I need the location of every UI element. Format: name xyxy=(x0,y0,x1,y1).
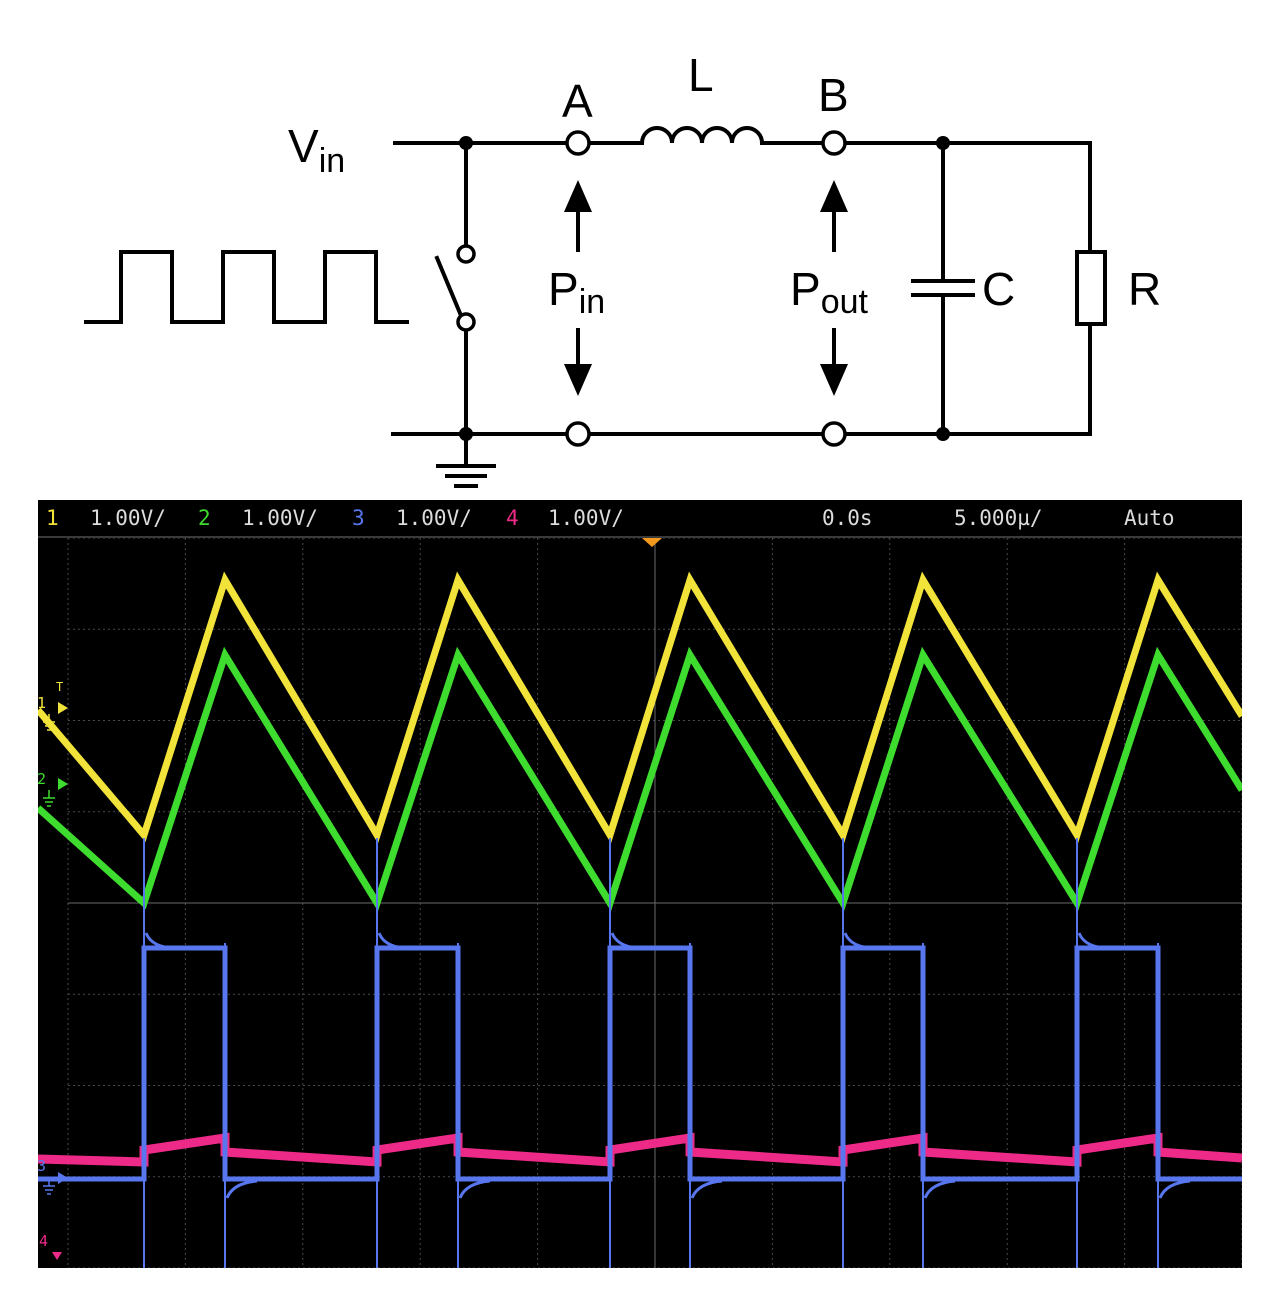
capacitor-label: C xyxy=(982,263,1015,315)
delay-readout: 0.0s xyxy=(822,506,873,530)
ch4-trace xyxy=(38,1132,1242,1167)
terminal-b-bottom xyxy=(821,421,847,447)
inductor-coil xyxy=(639,126,765,146)
resistor-body xyxy=(1075,250,1107,326)
switch-contact-top xyxy=(456,244,476,264)
ch3-marker-label: 3 xyxy=(38,1157,46,1175)
ch2-arrow-icon xyxy=(58,778,68,790)
square-wave-symbol xyxy=(84,250,409,324)
node-a-label: A xyxy=(562,75,593,127)
pout-label: Pout xyxy=(790,263,869,321)
oscilloscope-display: 1 1.00V/ 2 1.00V/ 3 1.00V/ 4 1.00V/ 0.0s… xyxy=(38,500,1242,1268)
ch1-inductor-current-trace xyxy=(38,571,1242,844)
ch2-ground-icon xyxy=(43,790,55,807)
ch4-scale: 1.00V/ xyxy=(548,506,624,530)
ch3-overshoot xyxy=(843,932,876,950)
junction-dot xyxy=(459,136,473,150)
ch1-scale: 1.00V/ xyxy=(90,506,166,530)
scope-waveforms xyxy=(38,571,1242,1268)
terminal-a-top xyxy=(565,130,591,156)
switch-contact-bottom xyxy=(456,312,476,332)
ch3-scale: 1.00V/ xyxy=(396,506,472,530)
ch3-undershoot xyxy=(1158,1179,1191,1199)
ch3-undershoot xyxy=(458,1179,491,1199)
ch3-undershoot xyxy=(923,1179,956,1199)
junction-dot xyxy=(459,427,473,441)
ch1-marker-label: 1 xyxy=(38,694,46,712)
ch3-undershoot xyxy=(225,1179,258,1199)
ch3-number: 3 xyxy=(352,506,365,530)
ch2-marker-label: 2 xyxy=(38,770,46,788)
ch2-scale: 1.00V/ xyxy=(242,506,318,530)
junction-dot xyxy=(936,136,950,150)
ch3-overshoot xyxy=(144,932,177,950)
terminal-a-bottom xyxy=(565,421,591,447)
node-b-label: B xyxy=(818,69,849,121)
ch3-undershoot xyxy=(690,1179,723,1199)
ch2-capacitor-current-trace xyxy=(38,646,1242,912)
switch-blade xyxy=(434,255,465,321)
resistor-label: R xyxy=(1128,263,1161,315)
pin-arrow-up-head xyxy=(564,180,592,212)
ch1-ground-icon xyxy=(43,714,55,731)
inductor-label: L xyxy=(688,49,714,101)
pin-arrow-down-head xyxy=(564,364,592,396)
junction-dot xyxy=(936,427,950,441)
ch3-ground-icon xyxy=(43,1178,55,1195)
ch3-arrow-icon xyxy=(58,1172,68,1184)
ch4-marker-label: 4 xyxy=(39,1232,48,1250)
scope-waveform-area: 1 T 2 3 4 xyxy=(38,538,1242,1268)
pout-arrow-up-head xyxy=(820,180,848,212)
ch1-number: 1 xyxy=(46,506,59,530)
buck-converter-schematic: Vin A L B Pin Pout C R xyxy=(84,49,1161,488)
timebase-readout: 5.000µ/ xyxy=(954,506,1043,530)
terminal-b-top xyxy=(821,130,847,156)
trigger-level-marker: T xyxy=(56,680,63,694)
scope-status-bar: 1 1.00V/ 2 1.00V/ 3 1.00V/ 4 1.00V/ 0.0s… xyxy=(38,500,1242,538)
trigger-mode: Auto xyxy=(1124,506,1175,530)
ch3-overshoot xyxy=(610,932,643,950)
ch4-number: 4 xyxy=(506,506,519,530)
ch3-overshoot xyxy=(377,932,410,950)
pout-arrow-down-head xyxy=(820,364,848,396)
ch4-arrow-icon xyxy=(52,1252,62,1260)
vin-label: Vin xyxy=(288,120,345,180)
pin-label: Pin xyxy=(548,263,605,321)
ch3-overshoot xyxy=(1077,932,1110,950)
ch2-number: 2 xyxy=(198,506,211,530)
ch1-arrow-icon xyxy=(58,702,68,714)
trigger-position-marker xyxy=(642,538,662,547)
